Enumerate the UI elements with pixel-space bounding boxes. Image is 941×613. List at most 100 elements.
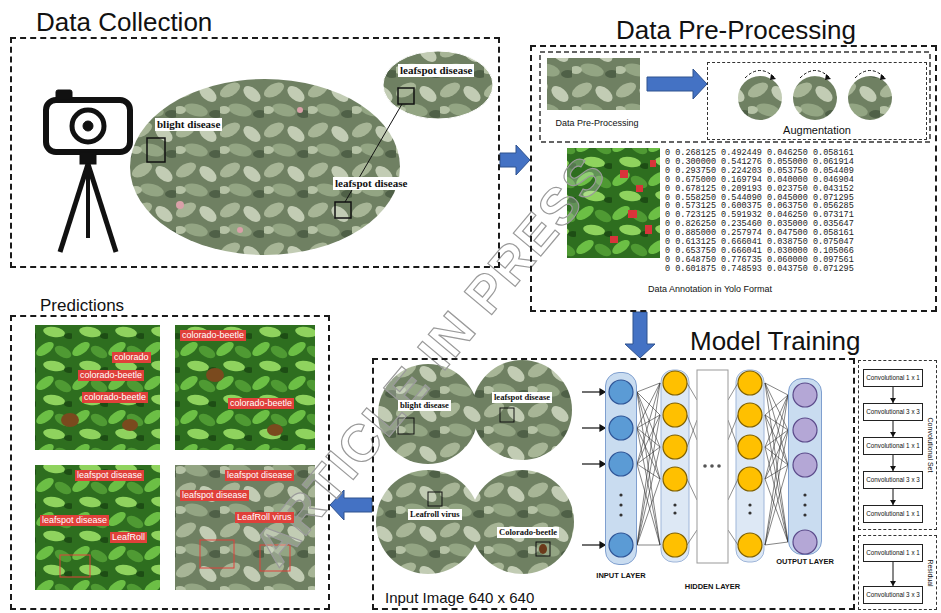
prediction-tag: colorado-beetle [82,392,148,403]
process-box: Convolutional 1 x 1 [863,544,923,562]
hidden-neurons [663,371,762,557]
beetle [122,419,138,431]
neuron [738,435,762,459]
leader-line [345,104,402,202]
prediction-tag: colorado-beetle [180,330,246,341]
node-label: Convolutional Set [926,418,934,473]
prediction-tag: LeafRoll [110,532,147,543]
tag-label: blight disease [155,118,222,131]
caption: Input Image 640 x 640 [385,589,534,606]
camera-body [46,100,130,152]
process-box: Convolutional 1 x 1 [863,505,923,523]
mesh-line [765,383,788,395]
connector-arrow [890,387,896,403]
mesh-line [765,395,788,479]
mesh-line [765,465,788,545]
table-row: 0 0.613125 0.666041 0.038750 0.075047 [665,238,854,247]
node-label: INPUT LAYER [596,572,645,581]
annotation-mark [620,170,628,178]
marker-box [335,202,351,218]
tag-label: Colorado-beetle [497,527,559,538]
mesh-line [765,430,788,447]
node-label: OUTPUT LAYER [776,558,834,567]
annotation-mark [645,225,652,234]
inner-mesh [687,383,738,545]
neuron [663,371,687,395]
process-box: Convolutional 3 x 3 [863,403,923,421]
mesh-line [687,415,697,440]
mesh-line [637,428,660,545]
neuron [663,533,687,557]
camera-flash [56,90,72,100]
process-box: Convolutional 1 x 1 [863,369,923,387]
table-row: 0 0.826250 0.235460 0.035000 0.035647 [665,220,854,229]
table-row: 0 0.558250 0.544090 0.045000 0.071295 [665,194,854,203]
node-label: Convolutional 1 x 1 [866,549,920,556]
mesh-line [728,383,738,400]
stage-panel: Data Pre-ProcessingData Pre-ProcessingAu… [530,45,937,312]
prediction-tag: LeafRoll virus [235,512,294,523]
neuron [793,418,817,442]
tag-label: leafspot disease [398,64,474,77]
block-arrow [330,490,372,520]
gap-dots [703,464,721,468]
rotate-arrow [745,71,775,79]
node-label: Data Collection [36,8,212,38]
layer-column: INPUT LAYER [605,372,637,565]
prediction-photo [35,325,160,450]
dot [619,503,622,506]
stage-panel: Predictions [10,315,330,610]
input-arrow [582,463,600,464]
node-label: Convolutional 3 x 3 [866,591,920,598]
augmentation-box: Augmentation [707,62,927,140]
prediction-box [60,555,90,577]
mesh-line [637,447,660,545]
augment-photo [848,76,892,120]
stage-panel: Model TrainingINPUT LAYERHIDDEN LAYEROUT… [372,358,937,610]
process-box: Convolutional 3 x 3 [863,586,923,604]
neuron [663,403,687,427]
neuron [738,403,762,427]
input-photo [376,470,480,574]
marker-box [398,418,414,434]
input-arrow [582,427,600,428]
block-arrow [625,312,655,358]
camera-lens [72,110,104,142]
mesh-line [765,383,788,542]
table-row: 0 0.601875 0.748593 0.043750 0.071295 [665,265,854,274]
hidden-gap [697,370,728,563]
prediction-photo [35,465,160,590]
input-photo [378,364,478,464]
input-arrows [582,389,605,548]
connector-arrow [890,562,896,586]
neuron [609,380,633,404]
node-label: HIDDEN LAYER [685,583,741,592]
augmentation-samples [738,71,892,121]
mesh-line [765,395,788,545]
flow-arrow [647,69,707,99]
camera-icon [46,90,130,252]
mesh-line [765,395,788,415]
marker-box [147,138,165,162]
mesh-line [637,415,660,545]
prediction-tag: colorado-beetle [78,370,144,381]
annotation-mark [610,236,618,243]
tag-label: blight disease [398,400,451,411]
augment-photo [738,76,782,120]
neuron [793,453,817,477]
node-label: Data Pre-Processing [555,118,638,128]
connector-arrow [890,421,896,437]
dot [710,464,714,468]
node-label: Convolutional 3 x 3 [866,408,920,415]
mesh-line [728,420,738,447]
table-row: 0 0.675000 0.169794 0.040000 0.046904 [665,176,854,185]
rotate-arrowhead [825,74,831,80]
beetle [61,413,79,427]
output-neurons [793,383,817,554]
dot [717,464,721,468]
connection-mesh [637,383,660,545]
table-row: 0 0.573125 0.600375 0.063750 0.056285 [665,202,854,211]
sample-photo [547,58,640,110]
mesh-line [765,395,788,447]
